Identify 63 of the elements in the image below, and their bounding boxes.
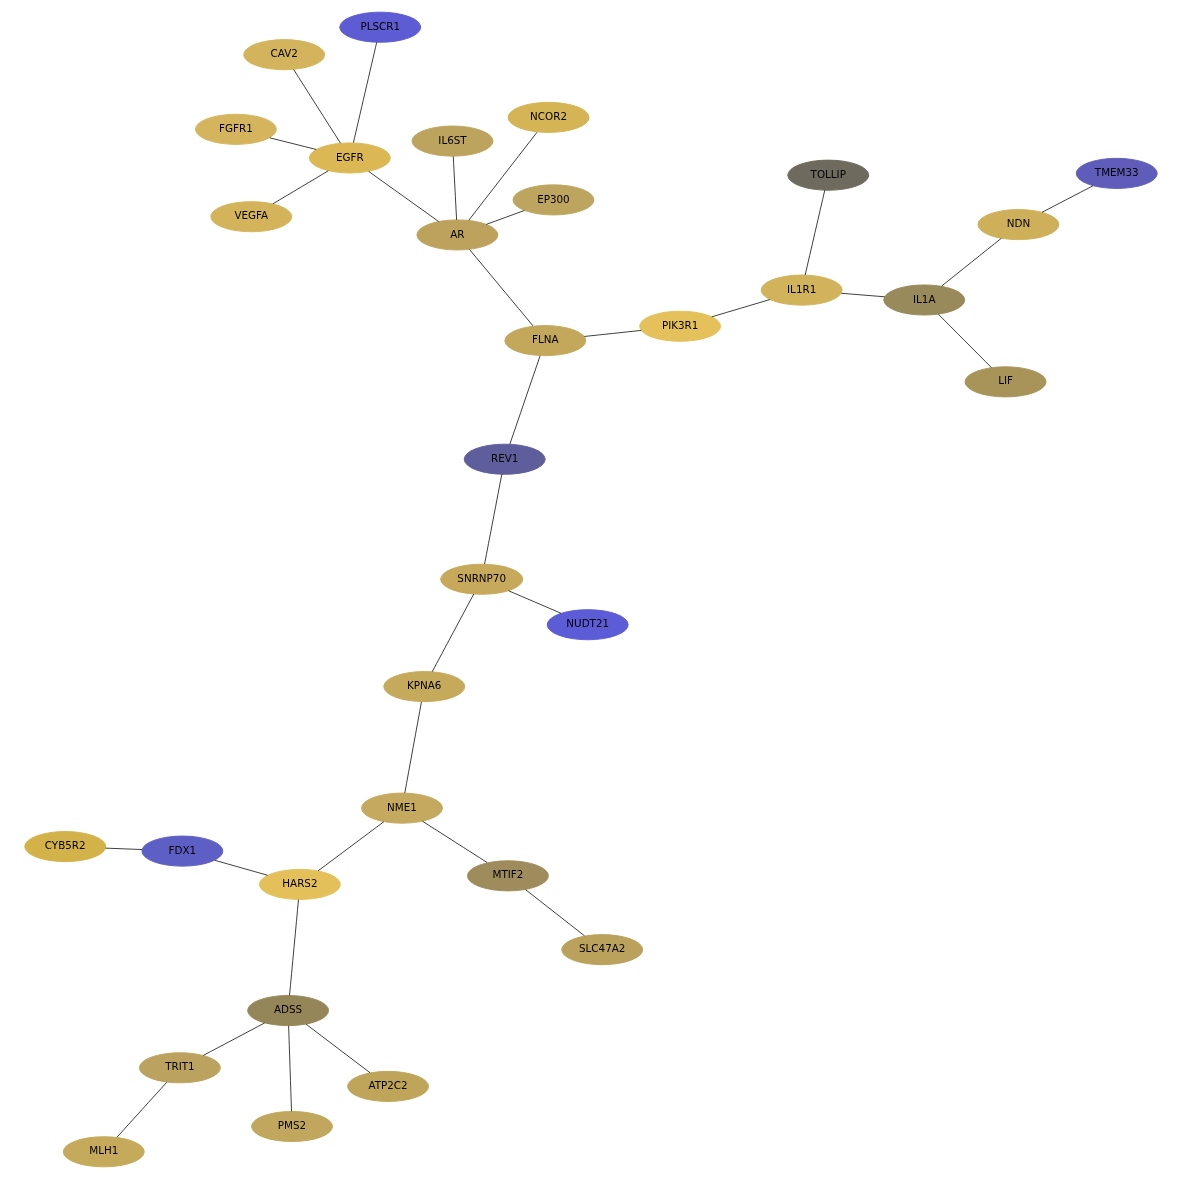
node-ellipse: REV1 — [463, 443, 546, 475]
node-ellipse: FLNA — [503, 325, 586, 357]
node-ellipse: MTIF2 — [466, 860, 549, 892]
connector — [202, 1022, 265, 1056]
connector — [483, 473, 502, 565]
node-ellipse: EP300 — [512, 184, 594, 216]
connector — [710, 299, 770, 318]
node-ellipse: IL1R1 — [760, 274, 843, 306]
connector — [288, 899, 299, 996]
node-ellipse: NCOR2 — [507, 101, 589, 133]
connector — [317, 821, 384, 872]
node-ellipse: TRIT1 — [138, 1052, 221, 1084]
node-ellipse: LIF — [964, 366, 1046, 398]
node-ellipse: SLC47A2 — [560, 934, 643, 966]
connector — [940, 237, 1002, 287]
connector — [485, 210, 525, 225]
node-ellipse: TOLLIP — [786, 159, 869, 191]
connector — [367, 171, 439, 222]
connector — [213, 859, 268, 876]
node-ellipse: CYB5R2 — [23, 831, 106, 863]
node-ellipse: VEGFA — [209, 201, 292, 233]
node-ellipse: PLSCR1 — [338, 11, 421, 43]
connector — [452, 156, 457, 221]
connector — [468, 249, 533, 327]
node-ellipse: NDN — [977, 209, 1059, 241]
node-ellipse: IL1A — [882, 284, 965, 316]
connector — [508, 355, 540, 445]
connector — [467, 131, 537, 221]
connector — [421, 820, 488, 863]
node-ellipse: ATP2C2 — [346, 1070, 429, 1102]
connector — [352, 42, 377, 144]
node-ellipse: SNRNP70 — [439, 563, 523, 595]
node-ellipse: NUDT21 — [546, 609, 629, 641]
node-ellipse: NME1 — [360, 792, 443, 824]
node-ellipse: ADSS — [246, 995, 329, 1027]
node-ellipse: HARS2 — [258, 868, 341, 900]
node-ellipse: AR — [415, 219, 498, 251]
node-ellipse: FDX1 — [140, 835, 223, 867]
node-ellipse: IL6ST — [411, 125, 493, 157]
connector — [292, 69, 341, 144]
connector — [104, 847, 142, 850]
node-ellipse: CAV2 — [242, 39, 325, 71]
node-ellipse: FGFR1 — [194, 113, 277, 145]
connector — [116, 1081, 167, 1138]
node-ellipse: EGFR — [308, 142, 391, 174]
connector — [840, 292, 885, 298]
connector — [524, 889, 585, 937]
connector — [507, 590, 561, 614]
node-ellipse: PIK3R1 — [638, 310, 721, 342]
connector — [305, 1023, 371, 1074]
connector — [583, 330, 642, 337]
connector — [1041, 185, 1093, 213]
node-ellipse: KPNA6 — [382, 671, 465, 703]
connector — [287, 1025, 292, 1112]
node-ellipse: PMS2 — [250, 1110, 333, 1142]
connector — [804, 189, 825, 276]
connector — [403, 701, 422, 794]
connector — [268, 137, 317, 150]
node-ellipse: TMEM33 — [1075, 157, 1158, 189]
connector — [431, 593, 474, 673]
node-ellipse: MLH1 — [62, 1136, 145, 1168]
connector — [937, 313, 992, 368]
connector — [272, 170, 329, 205]
